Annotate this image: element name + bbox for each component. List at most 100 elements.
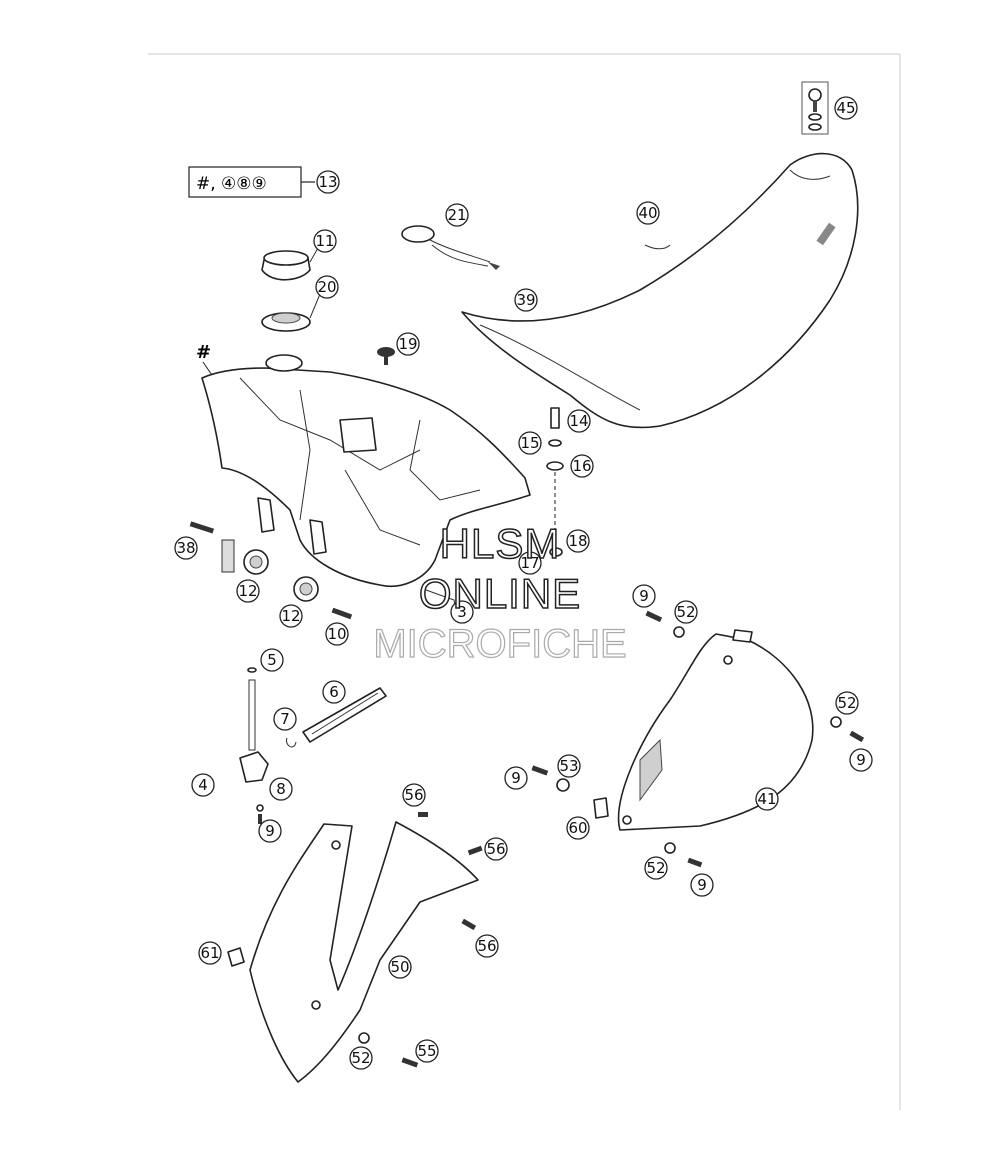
callout-56: 56: [484, 837, 508, 861]
kit-ref-number: 13: [318, 173, 337, 191]
callout-number: 16: [572, 457, 591, 475]
callout-3: 3: [450, 600, 474, 624]
callout-circle: [269, 777, 293, 801]
callout-10: 10: [325, 622, 349, 646]
callout-number: 55: [417, 1042, 436, 1060]
callout-circle: [514, 288, 538, 312]
callout-38: 38: [174, 536, 198, 560]
seat-screw-assembly: [801, 81, 829, 135]
callout-12: 12: [279, 604, 303, 628]
callout-52: 52: [835, 691, 859, 715]
callout-circle: [396, 332, 420, 356]
callout-circle: [322, 680, 346, 704]
callout-53: 53: [557, 754, 581, 778]
callout-39: 39: [514, 288, 538, 312]
callout-number: 19: [398, 335, 417, 353]
callout-number: 45: [836, 99, 855, 117]
callout-number: 9: [511, 769, 521, 787]
callout-circle: [849, 748, 873, 772]
callout-circle: [484, 837, 508, 861]
callout-number: 9: [697, 876, 707, 894]
callout-number: 61: [200, 944, 219, 962]
callout-5: 5: [260, 648, 284, 672]
side-panel-left: [249, 821, 479, 1083]
callout-number: 4: [198, 776, 208, 794]
callout-number: 56: [477, 937, 496, 955]
callout-circle: [518, 551, 542, 575]
callout-circle: [445, 203, 469, 227]
callout-11: 11: [313, 229, 337, 253]
callout-number: 15: [520, 434, 539, 452]
callout-14: 14: [567, 409, 591, 433]
callout-layer: 4540392111201914151618173381212109525674…: [174, 96, 873, 1070]
callout-50: 50: [388, 955, 412, 979]
callout-number: 10: [327, 625, 346, 643]
callout-number: 18: [568, 532, 587, 550]
callout-circle: [644, 856, 668, 880]
callout-circle: [834, 96, 858, 120]
callout-number: 6: [329, 683, 339, 701]
callout-45: 45: [834, 96, 858, 120]
callout-number: 5: [267, 651, 277, 669]
callout-number: 60: [568, 819, 587, 837]
vent-hose: [401, 225, 500, 270]
callout-number: 38: [176, 539, 195, 557]
callout-12: 12: [236, 579, 260, 603]
callout-56: 56: [475, 934, 499, 958]
callout-55: 55: [415, 1039, 439, 1063]
kit-box: #, ④⑧⑨: [188, 166, 315, 198]
callout-circle: [258, 819, 282, 843]
callout-15: 15: [518, 431, 542, 455]
callout-16: 16: [570, 454, 594, 478]
callout-circle: [415, 1039, 439, 1063]
callout-circle: [325, 622, 349, 646]
callout-number: 52: [351, 1049, 370, 1067]
callout-number: 56: [404, 786, 423, 804]
callout-19: 19: [396, 332, 420, 356]
fuel-cap: [261, 247, 321, 332]
fuel-tap: [239, 667, 269, 824]
callout-17: 17: [518, 551, 542, 575]
callout-41: 41: [755, 787, 779, 811]
callout-number: 3: [457, 603, 467, 621]
tank-mount-hardware: [546, 407, 564, 557]
callout-number: 52: [837, 694, 856, 712]
callout-20: 20: [315, 275, 339, 299]
callout-number: 40: [638, 204, 657, 222]
callout-number: 9: [639, 587, 649, 605]
callout-circle: [636, 201, 660, 225]
callout-9: 9: [504, 766, 528, 790]
callout-circle: [313, 229, 337, 253]
callout-9: 9: [690, 873, 714, 897]
hash-marker: #: [196, 342, 211, 363]
callout-18: 18: [566, 529, 590, 553]
callout-7: 7: [273, 707, 297, 731]
callout-number: 17: [520, 554, 539, 572]
callout-number: 9: [265, 822, 275, 840]
callout-number: 20: [317, 278, 336, 296]
seat: [461, 152, 859, 429]
misc-fasteners: [227, 610, 865, 1068]
callout-number: 11: [315, 232, 334, 250]
callout-40: 40: [636, 201, 660, 225]
callout-circle: [566, 816, 590, 840]
callout-9: 9: [258, 819, 282, 843]
callout-circle: [402, 783, 426, 807]
callout-number: 52: [646, 859, 665, 877]
callout-number: 53: [559, 757, 578, 775]
callout-circle: [315, 275, 339, 299]
callout-circle: [755, 787, 779, 811]
callout-circle: [198, 941, 222, 965]
callout-number: 14: [569, 412, 588, 430]
callout-circle: [557, 754, 581, 778]
tank-bushings: [189, 521, 353, 620]
callout-52: 52: [349, 1046, 373, 1070]
callout-circle: [567, 409, 591, 433]
fuel-tank: [201, 354, 531, 611]
callout-circle: [835, 691, 859, 715]
callout-circle: [236, 579, 260, 603]
callout-56: 56: [402, 783, 426, 807]
callout-number: 41: [757, 790, 776, 808]
callout-circle: [674, 600, 698, 624]
callout-circle: [279, 604, 303, 628]
